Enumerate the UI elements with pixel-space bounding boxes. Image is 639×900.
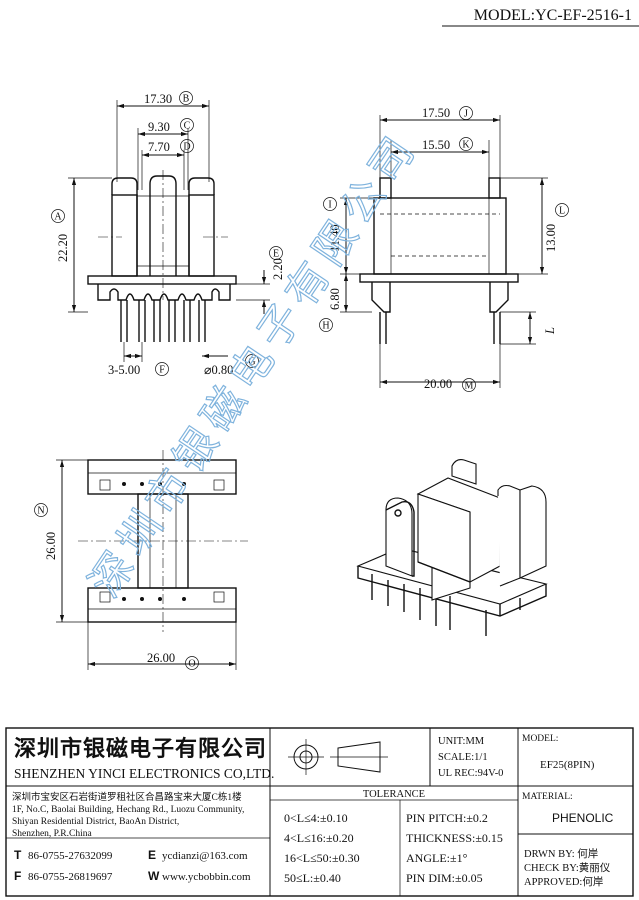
address-line-1: 深圳市宝安区石岩街道罗租社区合昌路宝来大厦C栋1楼	[12, 791, 242, 803]
fax-number: 86-0755-26819697	[28, 871, 113, 883]
dim-26-00-width: 26.00	[147, 651, 175, 665]
tolerance-right-3: ANGLE:±1°	[406, 851, 468, 865]
top-view: 26.00 N 26.00 O	[34, 450, 248, 670]
dim-20-00: 20.00	[424, 377, 452, 391]
dim-17-30: 17.30	[144, 92, 172, 106]
label-n: N	[37, 506, 44, 517]
dim-pin-dia: ⌀0.80	[204, 363, 233, 377]
company-name-en: SHENZHEN YINCI ELECTRONICS CO,LTD.	[14, 766, 274, 781]
label-l: L	[559, 206, 565, 217]
dim-11-40: 11.40	[328, 224, 342, 252]
website: www.ycbobbin.com	[162, 871, 251, 883]
title-block: 深圳市银磁电子有限公司 SHENZHEN YINCI ELECTRONICS C…	[5, 727, 634, 897]
email-address: ycdianzi@163.com	[162, 850, 248, 862]
dim-pin-length: L	[543, 327, 557, 335]
projection-symbol	[288, 739, 388, 775]
tolerance-left-4: 50≤L:±0.40	[284, 871, 341, 885]
model-value: EF25(8PIN)	[540, 759, 595, 771]
tolerance-header: TOLERANCE	[363, 789, 425, 800]
tolerance-right-4: PIN DIM:±0.05	[406, 871, 483, 885]
side-view: 17.50 J 15.50 K 11.40 I 6.80 H 13	[319, 106, 569, 392]
dim-26-00-height: 26.00	[44, 532, 58, 560]
dim-2-20: 2.20	[271, 258, 285, 280]
checked-by: CHECK BY:黄丽仪	[524, 861, 611, 874]
isometric-view	[356, 459, 548, 636]
dim-6-80: 6.80	[328, 288, 342, 310]
label-e: E	[273, 249, 279, 260]
address-line-3: Shiyan Residential District, BaoAn Distr…	[12, 817, 179, 827]
label-m: M	[465, 381, 474, 392]
tolerance-left-3: 16<L≤50:±0.30	[284, 851, 360, 865]
label-j: J	[464, 109, 468, 120]
company-name-cn: 深圳市银磁电子有限公司	[14, 736, 267, 761]
dim-7-70: 7.70	[148, 140, 170, 154]
label-i: I	[328, 200, 331, 211]
dim-22-20: 22.20	[56, 234, 70, 262]
label-d: D	[183, 142, 190, 153]
label-a: A	[54, 212, 62, 223]
dim-13-00: 13.00	[544, 224, 558, 252]
unit-label: UNIT:MM	[438, 736, 485, 747]
label-f: F	[159, 365, 165, 376]
address-line-2: 1F, No.C, Baolai Building, Hechang Rd., …	[12, 805, 244, 815]
ul-rec-label: UL REC:94V-0	[438, 768, 503, 779]
dim-15-50: 15.50	[422, 138, 450, 152]
tolerance-right-2: THICKNESS:±0.15	[406, 831, 503, 845]
front-view: 17.30 9.30 7.70 B C D	[51, 91, 285, 377]
model-number: MODEL:YC-EF-2516-1	[474, 7, 632, 24]
drawn-by: DRWN BY: 何岸	[524, 847, 598, 860]
dim-17-50: 17.50	[422, 106, 450, 120]
approved-by: APPROVED:何岸	[524, 875, 603, 888]
tolerance-left-1: 0<L≤4:±0.10	[284, 811, 348, 825]
label-h: H	[322, 321, 329, 332]
label-c: C	[184, 121, 191, 132]
tolerance-left-2: 4<L≤16:±0.20	[284, 831, 354, 845]
tolerance-right-1: PIN PITCH:±0.2	[406, 811, 488, 825]
material-header: MATERIAL:	[522, 792, 573, 802]
web-label: W	[148, 869, 160, 883]
material-value: PHENOLIC	[552, 811, 614, 825]
scale-label: SCALE:1/1	[438, 752, 488, 763]
model-header: MODEL:	[522, 734, 558, 744]
dim-pitch: 3-5.00	[108, 363, 140, 377]
label-b: B	[183, 94, 190, 105]
tel-number: 86-0755-27632099	[28, 850, 113, 862]
tel-label: T	[14, 848, 22, 862]
email-label: E	[148, 848, 156, 862]
label-g: G	[248, 357, 255, 368]
label-o: O	[188, 659, 195, 670]
dim-9-30: 9.30	[148, 120, 170, 134]
label-k: K	[462, 140, 470, 151]
fax-label: F	[14, 869, 21, 883]
address-line-4: Shenzhen, P.R.China	[12, 829, 92, 839]
